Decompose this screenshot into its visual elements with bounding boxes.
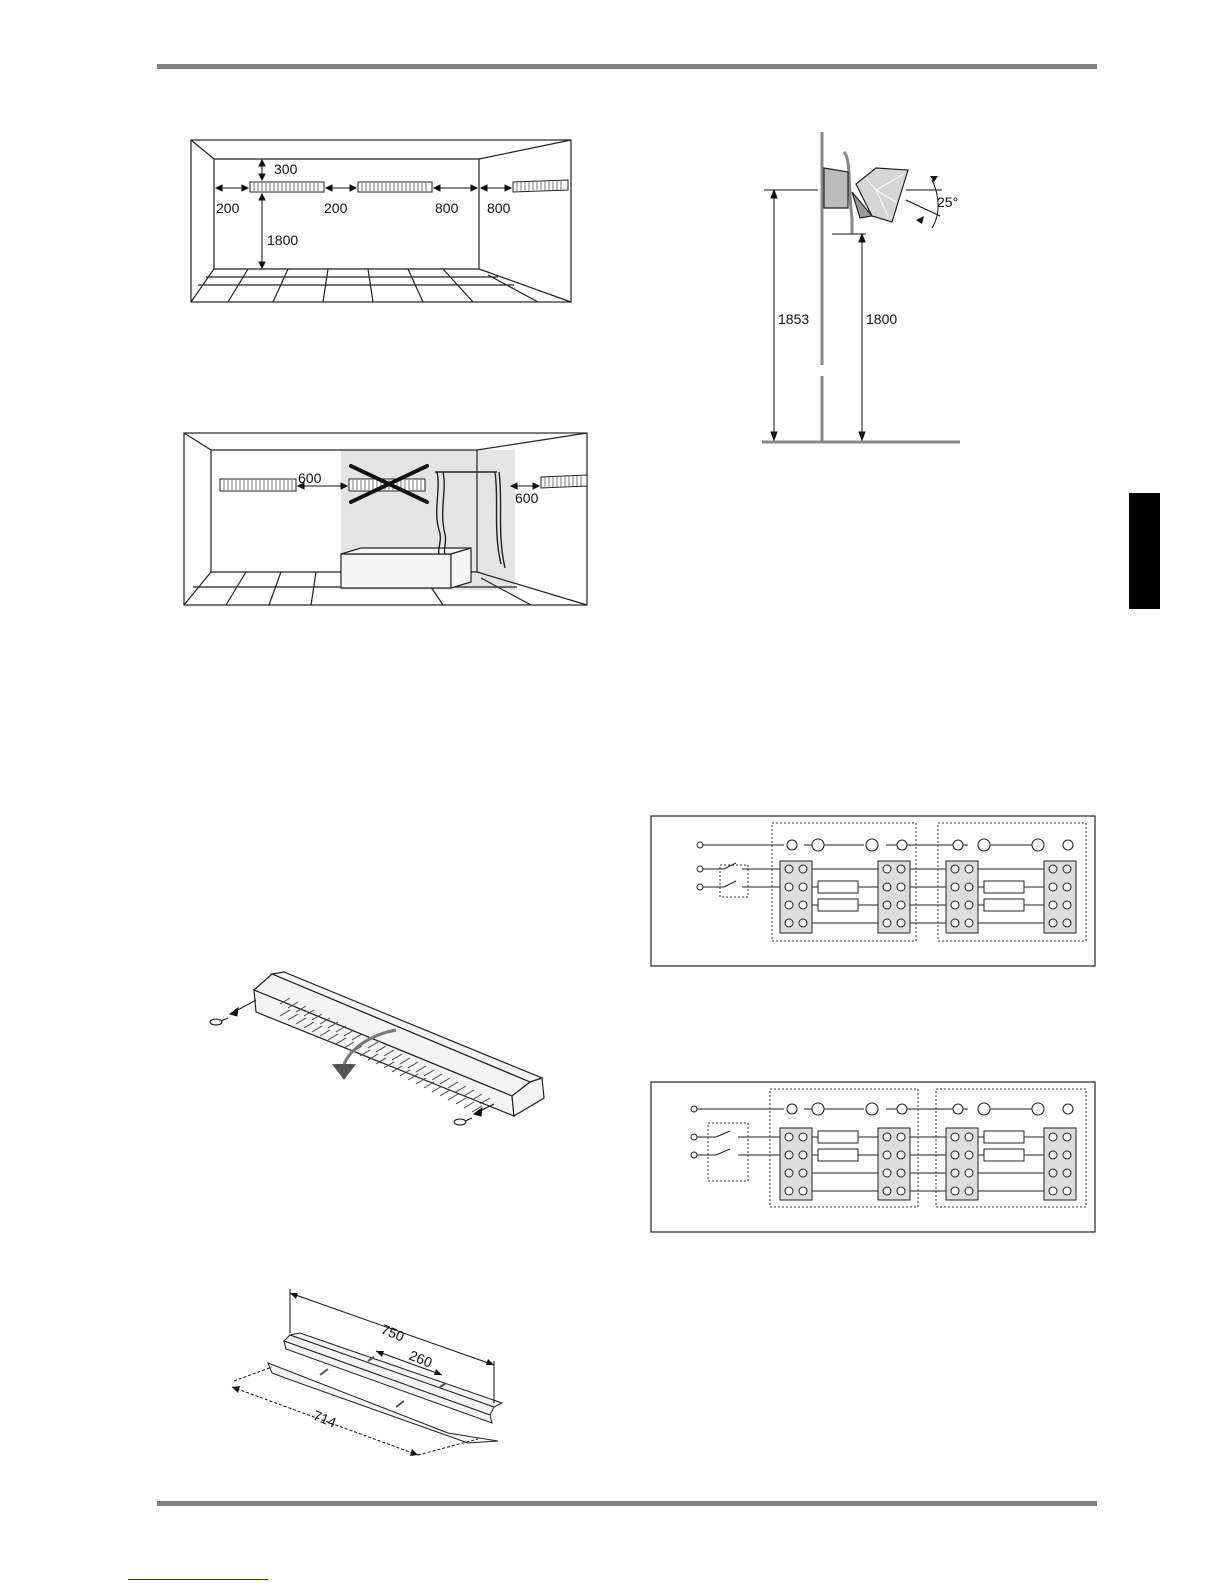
section-tab — [1129, 493, 1160, 609]
room-clearance-diagram: 300 200 200 800 800 1800 — [188, 137, 574, 307]
dim-left-label: 200 — [216, 200, 240, 216]
grille-removal-diagram — [204, 968, 554, 1138]
length-spacing-label: 260 — [407, 1347, 435, 1371]
wiring-diagram-single-switch — [650, 815, 1096, 967]
bathroom-clearance-diagram: 600 600 — [181, 430, 591, 610]
dim-height-label: 1800 — [267, 232, 298, 248]
angle-label: 25° — [937, 194, 958, 210]
dim-corner-label: 800 — [487, 200, 511, 216]
dim-between-label: 200 — [324, 200, 348, 216]
dim-top-label: 300 — [274, 161, 298, 177]
bath-dim-left-label: 600 — [298, 470, 322, 486]
bottom-rule — [157, 1501, 1097, 1506]
top-rule — [157, 64, 1097, 69]
bath-dim-right-label: 600 — [515, 490, 539, 506]
height-total-label: 1853 — [778, 311, 809, 327]
height-bottom-label: 1800 — [866, 311, 897, 327]
mounting-dimensions-diagram: 750 260 714 — [228, 1283, 518, 1463]
side-view-height-diagram: 25° 1853 1800 — [756, 128, 966, 450]
length-overall-label: 750 — [379, 1321, 407, 1345]
footer-link-underline — [128, 1579, 268, 1580]
dim-right-label: 800 — [435, 200, 459, 216]
wiring-diagram-double-switch — [650, 1081, 1096, 1233]
length-inner-label: 714 — [311, 1407, 339, 1431]
